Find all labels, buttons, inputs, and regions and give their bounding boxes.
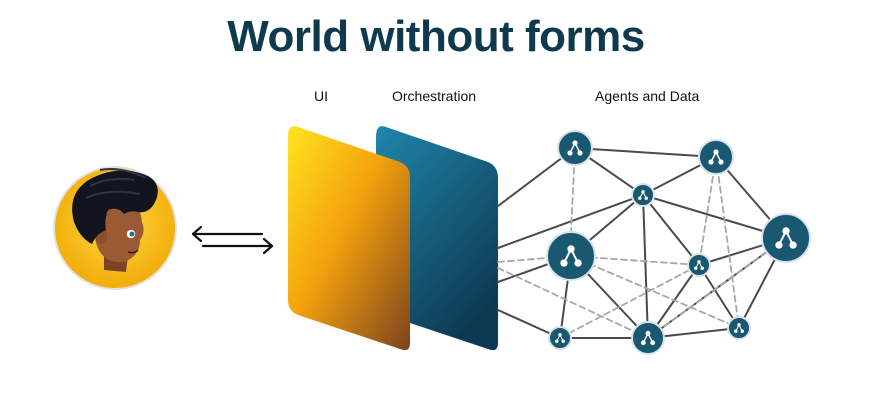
agent-network-node-icon <box>761 213 811 263</box>
agents-and-data-label: Agents and Data <box>595 88 700 104</box>
agent-network-node-icon <box>557 130 593 166</box>
network-edges <box>497 147 787 339</box>
page-title: World without forms <box>227 12 645 61</box>
ui-panel <box>288 126 410 351</box>
bidirectional-arrows-icon <box>191 225 274 255</box>
person-avatar-icon <box>53 166 177 290</box>
orchestration-label: Orchestration <box>392 88 477 104</box>
agent-network-node-icon <box>546 231 596 281</box>
ui-label: UI <box>314 88 328 104</box>
agent-network-node-icon <box>698 139 734 175</box>
agent-network-node-icon <box>727 316 751 340</box>
agent-network-node-icon <box>631 183 655 207</box>
network-nodes <box>546 130 811 355</box>
agent-network-node-icon <box>687 253 711 277</box>
agent-network-node-icon <box>631 321 665 355</box>
agent-network-node-icon <box>548 326 572 350</box>
